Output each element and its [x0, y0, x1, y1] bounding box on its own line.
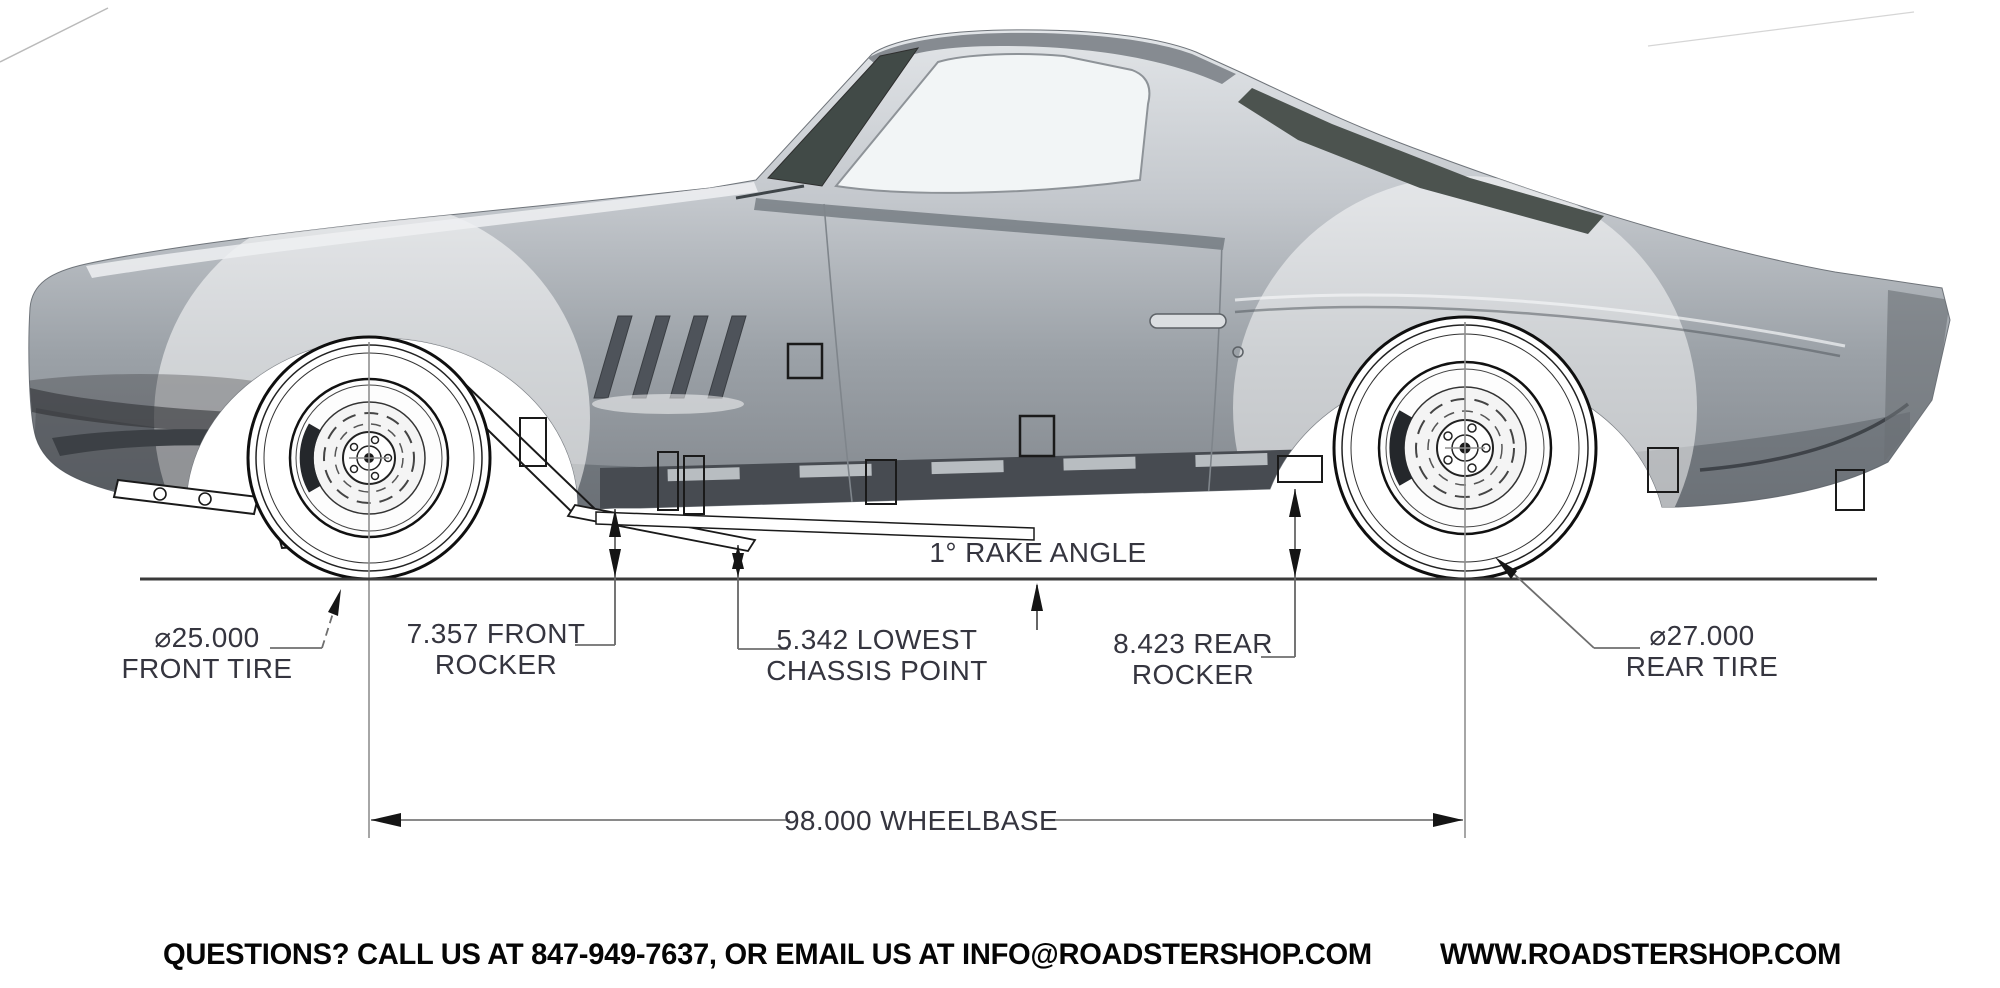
rear-rocker-caption: ROCKER	[1131, 659, 1255, 690]
rear-brake-caliper	[1389, 410, 1413, 486]
rear-rocker-value: 8.423 REAR	[1113, 628, 1273, 659]
dim-label-front-tire: ⌀25.000 FRONT TIRE	[122, 622, 293, 684]
front-rocker-caption: ROCKER	[434, 649, 558, 680]
rear-glass	[1238, 88, 1604, 234]
dim-label-front-rocker: 7.357 FRONT ROCKER	[407, 618, 586, 680]
footer-contact-text: QUESTIONS? CALL US AT 847-949-7637, OR E…	[163, 938, 1372, 971]
rear-tire-value: ⌀27.000	[1649, 620, 1755, 651]
leader-front-tire	[270, 589, 341, 649]
footer-website-link[interactable]: WWW.ROADSTERSHOP.COM	[1440, 938, 1842, 971]
dim-label-rake-angle: 1° RAKE ANGLE	[929, 537, 1146, 568]
background-sketch-lines	[0, 7, 1915, 63]
lowest-chassis-caption: CHASSIS POINT	[766, 655, 988, 686]
dim-label-rear-rocker: 8.423 REAR ROCKER	[1113, 628, 1273, 690]
leader-rear-tire	[1495, 557, 1640, 649]
dimension-rear-rocker	[1261, 489, 1301, 658]
dimension-wheelbase	[371, 813, 1463, 827]
windshield	[766, 47, 920, 187]
lowest-chassis-value: 5.342 LOWEST	[776, 624, 978, 655]
dimension-front-rocker	[575, 509, 621, 646]
dim-label-rear-tire: ⌀27.000 REAR TIRE	[1626, 620, 1778, 682]
wiper	[735, 184, 805, 200]
rake-angle-value: 1° RAKE ANGLE	[929, 537, 1147, 568]
front-brake-caliper	[299, 423, 322, 493]
dim-label-lowest-chassis: 5.342 LOWEST CHASSIS POINT	[766, 624, 987, 686]
front-tire-caption: FRONT TIRE	[121, 653, 293, 684]
dim-label-wheelbase: 98.000 WHEELBASE	[784, 805, 1058, 836]
door-handle	[1149, 313, 1244, 358]
leader-rake-angle	[1031, 583, 1043, 630]
dimension-lowest-chassis	[732, 545, 788, 650]
rear-lug-nuts	[1443, 423, 1491, 473]
front-rocker-value: 7.357 FRONT	[406, 618, 586, 649]
side-window	[834, 53, 1151, 194]
rear-tire-caption: REAR TIRE	[1625, 651, 1779, 682]
footer: QUESTIONS? CALL US AT 847-949-7637, OR E…	[0, 938, 2000, 982]
front-tire-value: ⌀25.000	[154, 622, 260, 653]
wheelbase-value: 98.000 WHEELBASE	[783, 805, 1059, 836]
fender-gills	[593, 315, 747, 399]
